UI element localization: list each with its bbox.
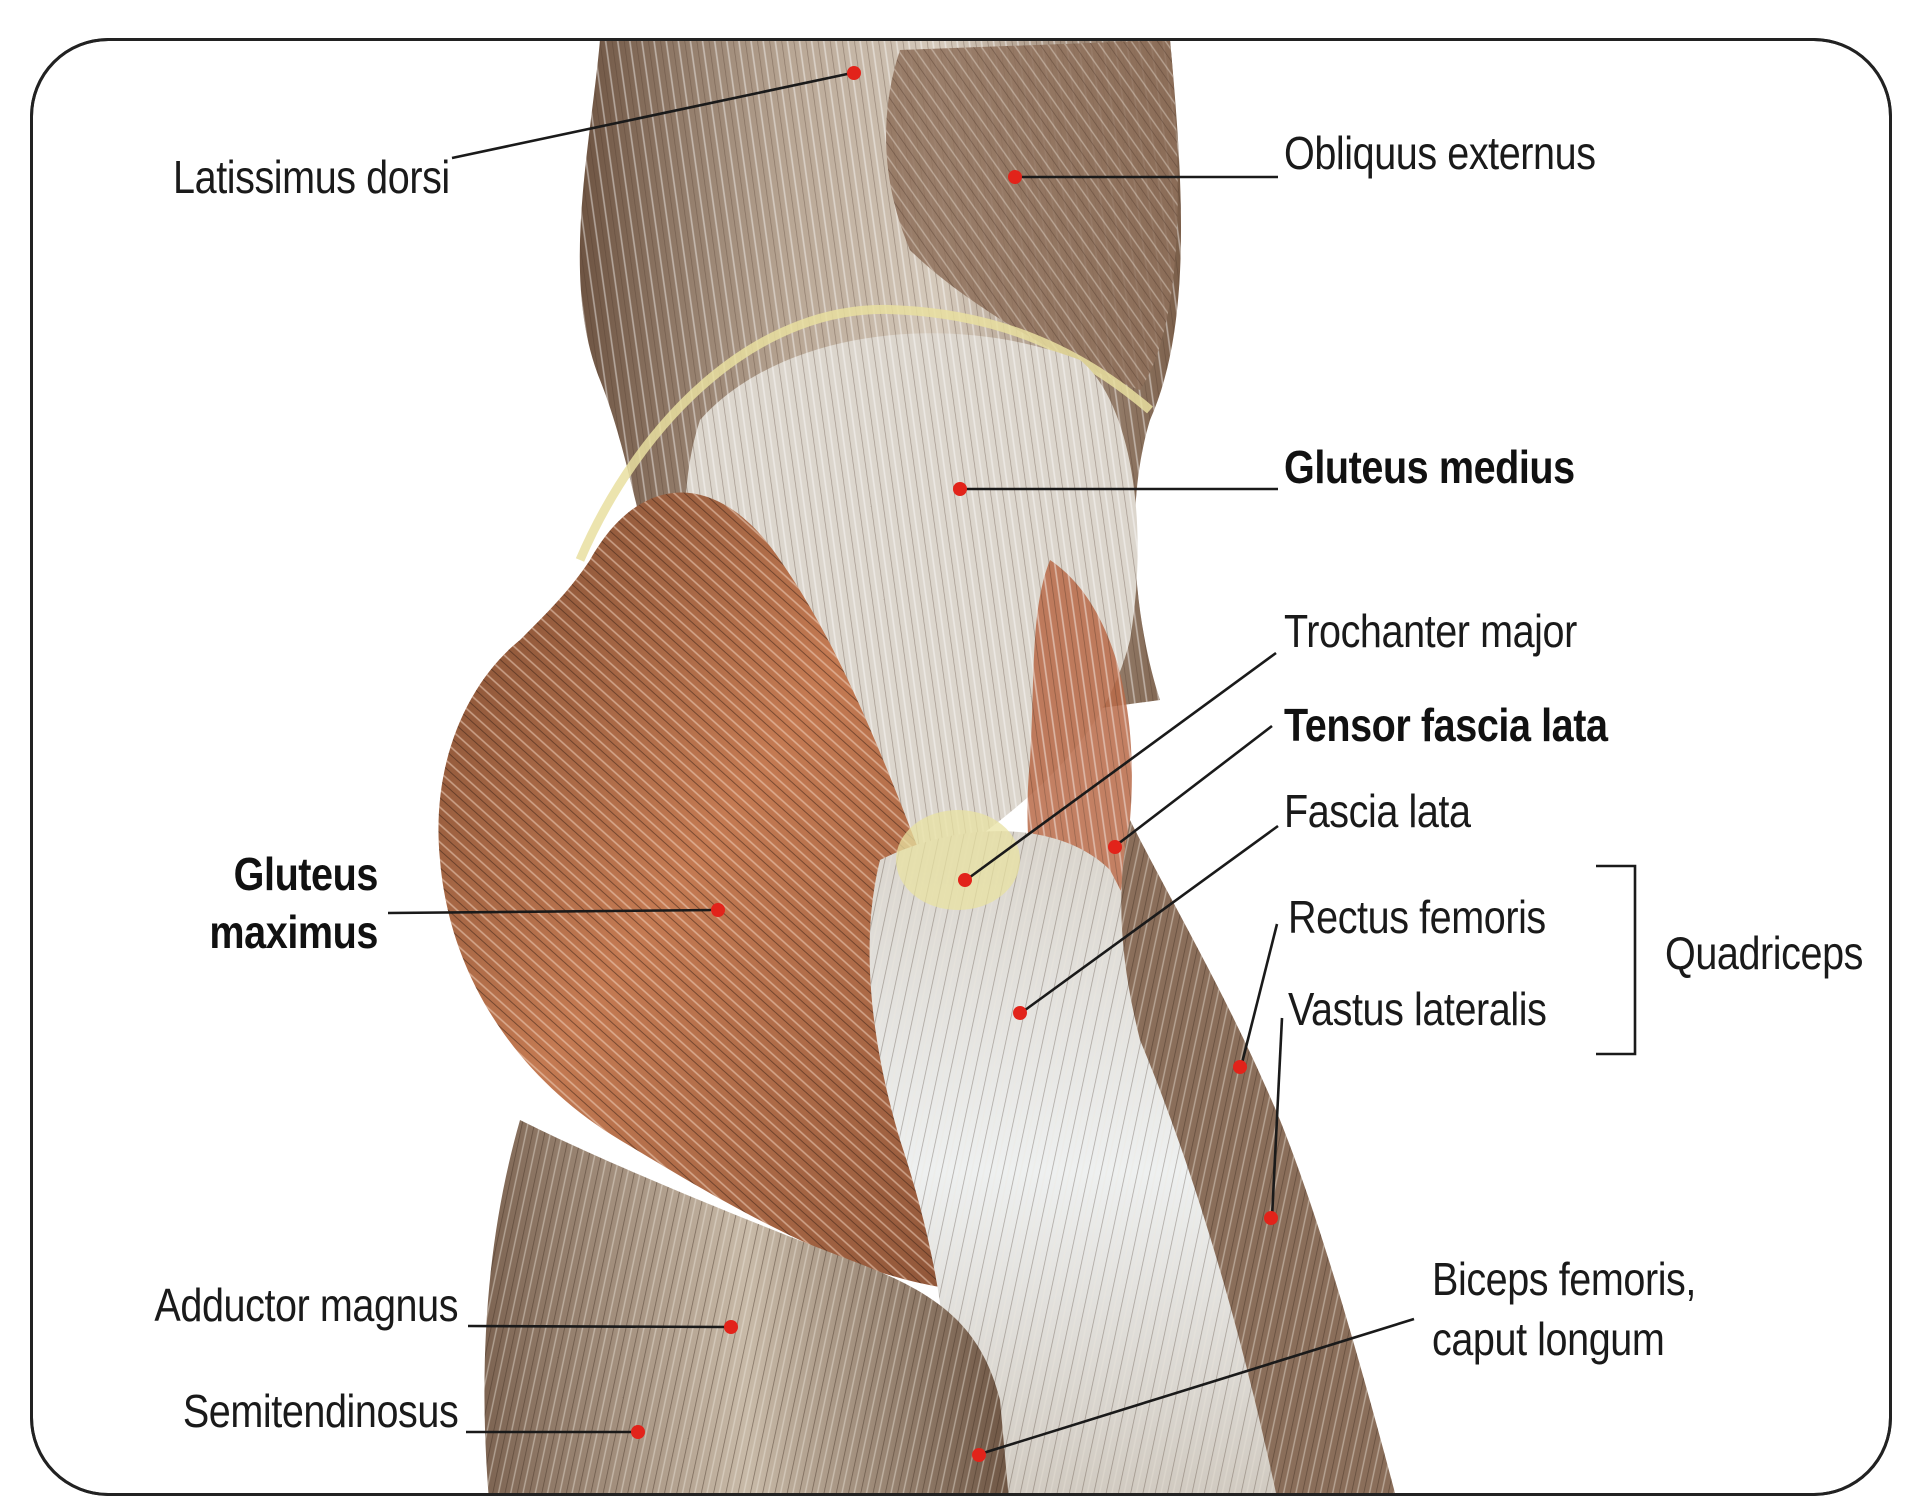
label-semitendinosus: Semitendinosus xyxy=(182,1385,459,1437)
marker-fascia-lata xyxy=(1013,1006,1027,1020)
leader-lines xyxy=(387,71,1637,1456)
label-biceps-femoris: Biceps femoris, caput longum xyxy=(1432,1250,1696,1370)
marker-gluteus-medius xyxy=(953,482,967,496)
leader-biceps-femoris xyxy=(979,1317,1415,1456)
leader-fascia-lata xyxy=(1020,824,1279,1015)
quadriceps-bracket xyxy=(1596,864,1637,1056)
marker-trochanter-major xyxy=(958,873,972,887)
marker-tensor-fascia-lata xyxy=(1108,840,1122,854)
marker-adductor-magnus xyxy=(724,1320,738,1334)
label-biceps-femoris-line2: caput longum xyxy=(1432,1312,1665,1365)
marker-semitendinosus xyxy=(631,1425,645,1439)
markers xyxy=(631,66,1278,1462)
marker-biceps-femoris xyxy=(972,1448,986,1462)
leader-rectus-femoris xyxy=(1239,923,1279,1068)
label-gluteus-maximus: Gluteus maximus xyxy=(209,846,378,962)
marker-vastus-lateralis xyxy=(1264,1211,1278,1225)
marker-obliquus-externus xyxy=(1008,170,1022,184)
leader-tensor-fascia-lata xyxy=(1113,724,1273,849)
label-quadriceps: Quadriceps xyxy=(1665,927,1864,979)
label-gluteus-medius: Gluteus medius xyxy=(1284,441,1575,493)
label-fascia-lata: Fascia lata xyxy=(1284,785,1471,837)
label-adductor-magnus: Adductor magnus xyxy=(154,1279,458,1331)
label-trochanter-major: Trochanter major xyxy=(1284,605,1577,657)
label-rectus-femoris: Rectus femoris xyxy=(1288,891,1546,943)
marker-latissimus-dorsi xyxy=(847,66,861,80)
label-obliquus-externus: Obliquus externus xyxy=(1284,127,1596,179)
label-biceps-femoris-line1: Biceps femoris, xyxy=(1432,1253,1696,1305)
marker-rectus-femoris xyxy=(1233,1060,1247,1074)
trochanter-major-shape xyxy=(896,810,1020,910)
label-gluteus-maximus-line2: maximus xyxy=(209,905,378,958)
label-tensor-fascia-lata: Tensor fascia lata xyxy=(1284,699,1608,751)
label-gluteus-maximus-line1: Gluteus xyxy=(233,848,379,900)
leader-gluteus-maximus xyxy=(387,908,718,915)
leader-adductor-magnus xyxy=(467,1324,731,1329)
label-latissimus-dorsi: Latissimus dorsi xyxy=(173,151,450,203)
leader-vastus-lateralis xyxy=(1270,1017,1284,1219)
iliac-crest-line xyxy=(575,304,1153,562)
marker-gluteus-maximus xyxy=(711,903,725,917)
leader-trochanter-major xyxy=(965,651,1277,882)
label-vastus-lateralis: Vastus lateralis xyxy=(1288,983,1547,1035)
leader-latissimus-dorsi xyxy=(451,71,853,160)
